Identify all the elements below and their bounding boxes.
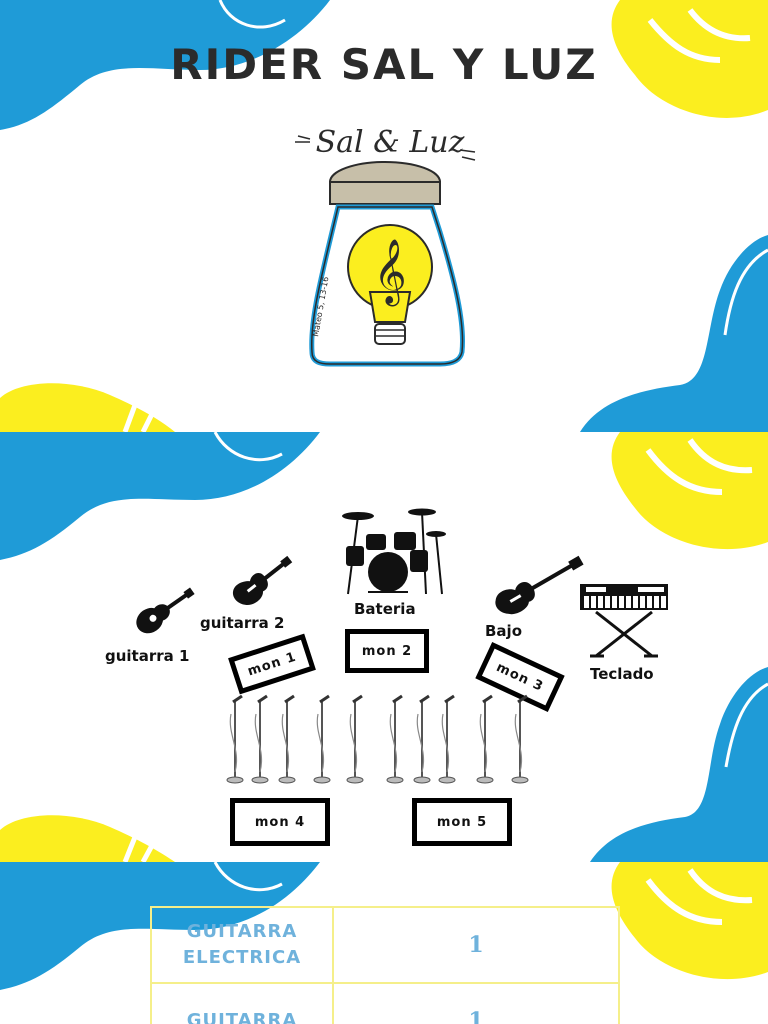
mic-stand-icon <box>313 694 331 784</box>
acoustic-guitar-icon <box>136 587 195 634</box>
electric-guitar-icon <box>232 555 293 605</box>
item-name-cell: GUITARRA <box>150 982 334 1024</box>
mic-stand-icon <box>438 694 456 784</box>
keyboard-icon <box>580 584 668 658</box>
mic-stand-icon <box>278 694 296 784</box>
mic-stand-icon <box>346 694 364 784</box>
monitor-4: mon 4 <box>230 798 330 846</box>
mic-stand-icon <box>251 694 269 784</box>
monitor-2: mon 2 <box>345 629 429 673</box>
guitarra-1-label: guitarra 1 <box>105 647 190 665</box>
lightbulb-treble-clef-jar-icon: Sal & Luz 𝄞 Mateo 5, 13-16 <box>295 125 476 367</box>
mic-stand-icon <box>386 694 404 784</box>
mic-stand-icon <box>476 694 494 784</box>
mic-stand-icon <box>511 694 529 784</box>
bass-guitar-icon <box>495 555 584 615</box>
drum-kit-icon <box>342 508 446 595</box>
bajo-label: Bajo <box>485 622 523 640</box>
logo-script-text: Sal & Luz <box>316 125 465 160</box>
item-qty-cell: 1 <box>332 906 620 984</box>
monitor-5: mon 5 <box>412 798 512 846</box>
item-qty-cell: 1 <box>332 982 620 1024</box>
microphone-stands <box>226 694 529 784</box>
decorative-waves <box>0 0 768 432</box>
mic-stand-icon <box>413 694 431 784</box>
title-page: RIDER SAL Y LUZ Sal & Luz 𝄞 Mateo 5, 13-… <box>0 0 768 432</box>
mic-stand-icon <box>226 694 244 784</box>
bateria-label: Bateria <box>354 600 416 618</box>
teclado-label: Teclado <box>590 665 654 683</box>
page-title: RIDER SAL Y LUZ <box>170 40 598 89</box>
item-name-cell: GUITARRA ELECTRICA <box>150 906 334 984</box>
treble-clef-icon: 𝄞 <box>373 239 406 306</box>
stage-plot-page: guitarra 1 guitarra 2 Bateria <box>0 432 768 862</box>
decorative-waves-2 <box>0 432 768 862</box>
guitarra-2-label: guitarra 2 <box>200 614 285 632</box>
sal-y-luz-logo: Sal & Luz 𝄞 Mateo 5, 13-16 <box>290 112 480 371</box>
